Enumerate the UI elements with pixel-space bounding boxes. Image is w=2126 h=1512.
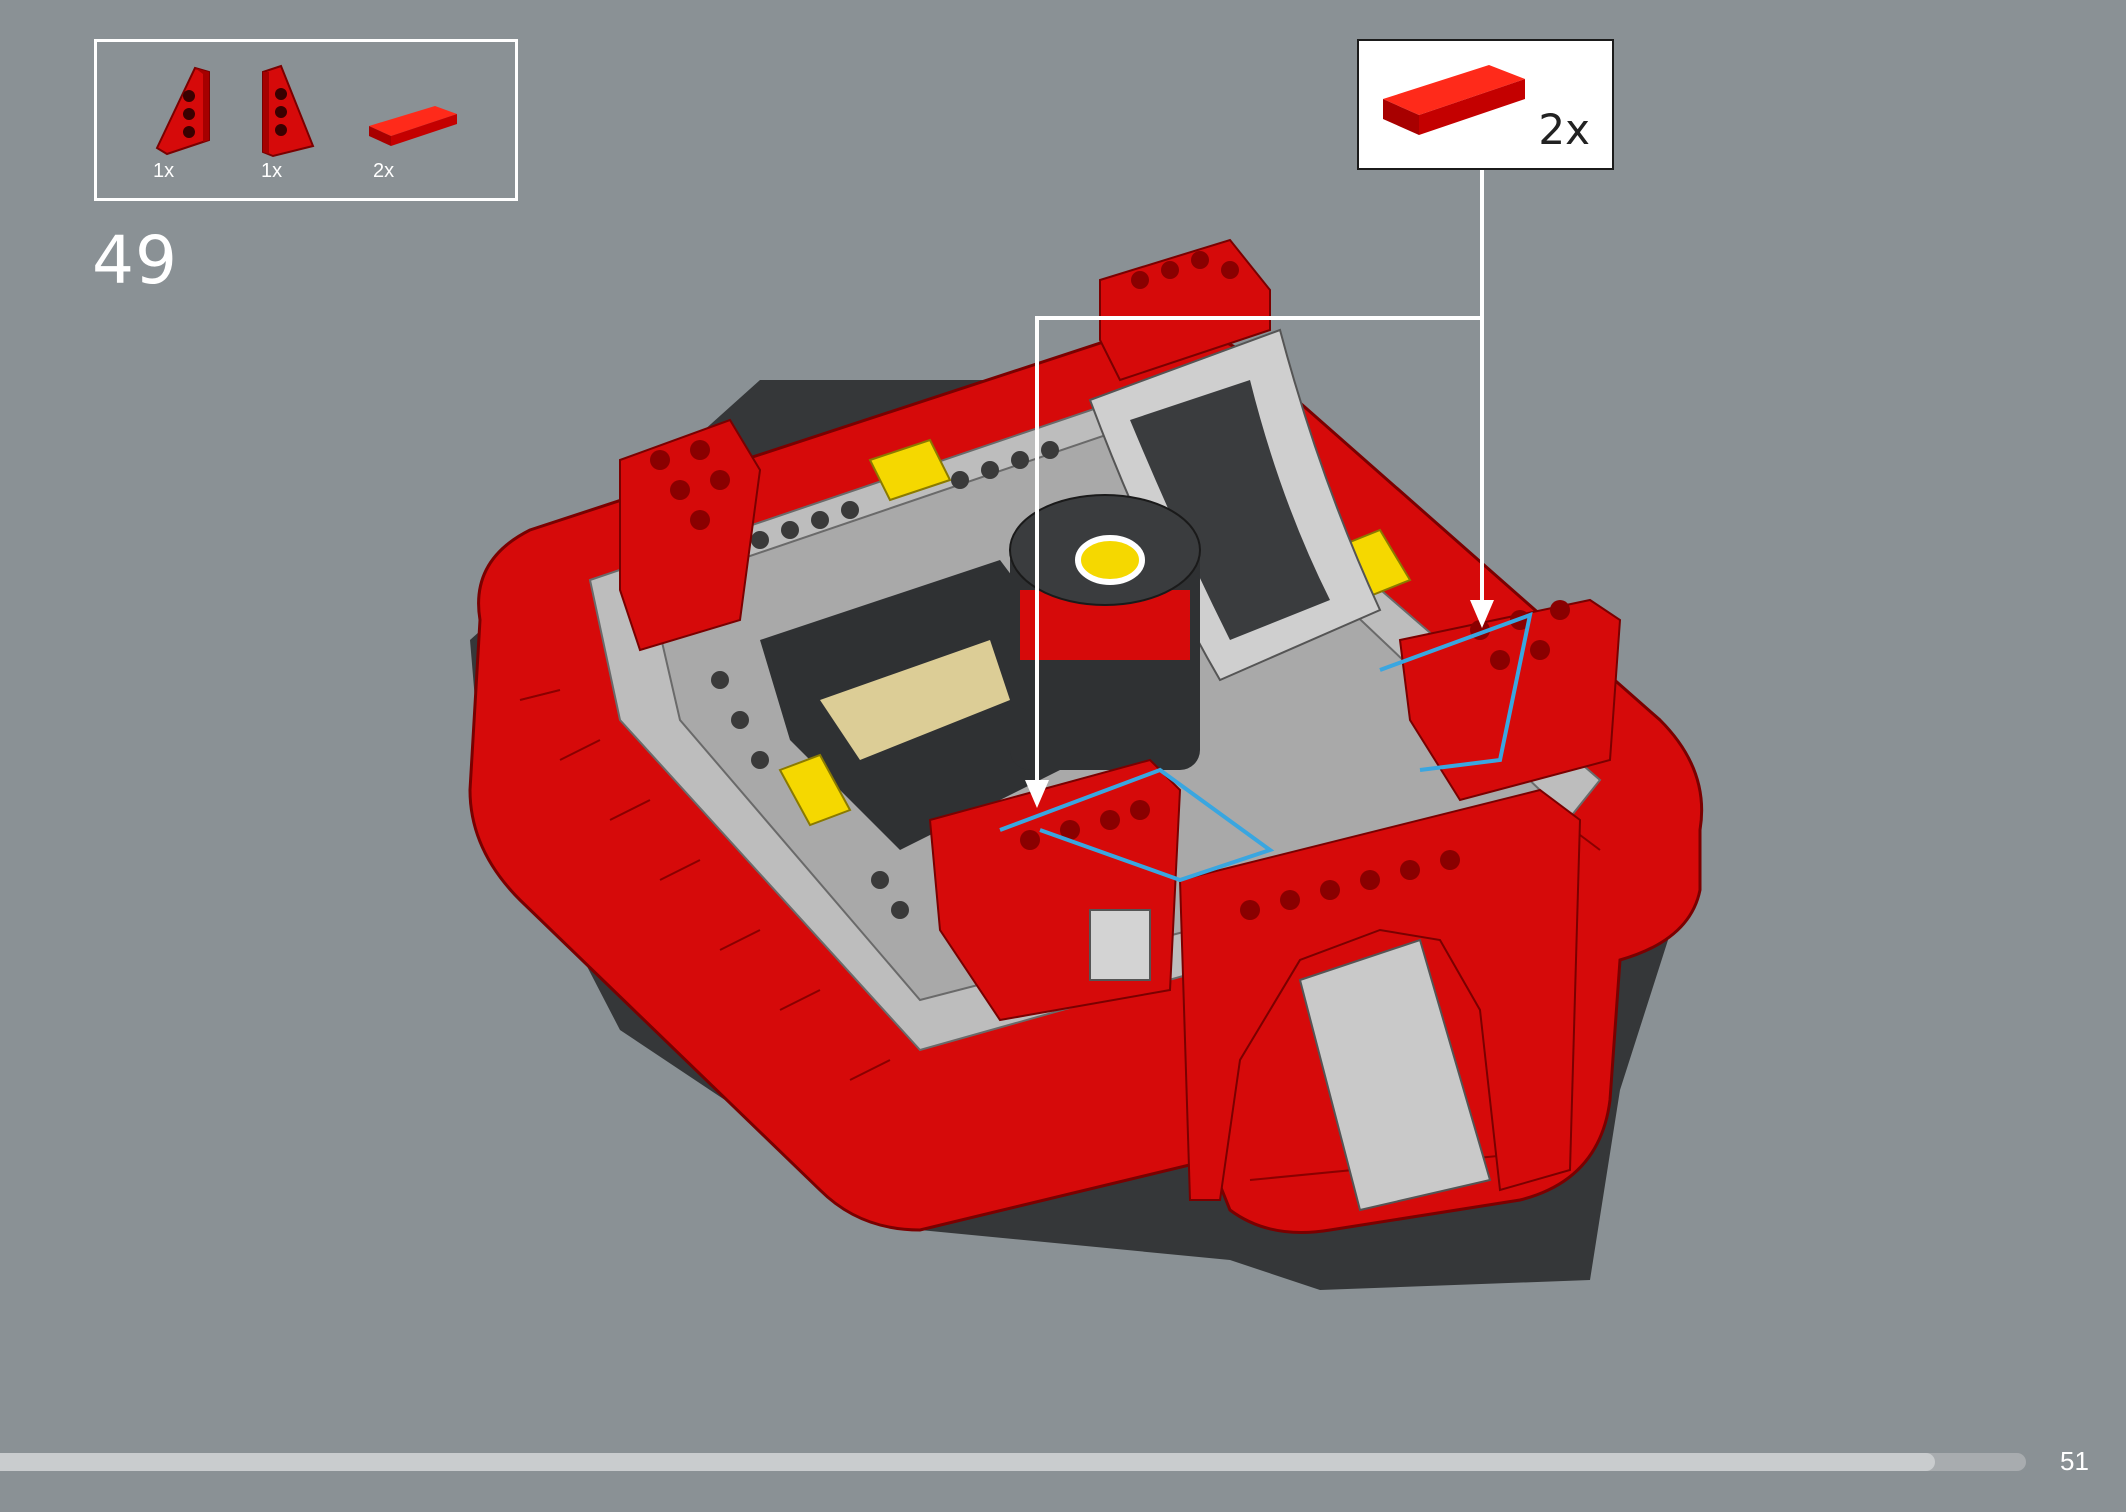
dark-ramp-surface [1130,380,1330,640]
part-qty: 2x [373,160,395,182]
parts-list-item [255,62,325,162]
progress-bar [0,1453,2026,1471]
part-qty: 1x [261,160,283,182]
red-right-tower [1398,598,1622,802]
arrow-head [1470,600,1494,628]
grey-gate-passage [1298,938,1492,1212]
page-number: 51 [2060,1446,2089,1476]
dark-panel [1089,909,1151,981]
parts-list-item [147,62,217,162]
rim-studs [711,441,1059,919]
red-tile-1x4-icon [1383,65,1525,135]
callout-box: 2x [1357,39,1614,170]
red-wedge-plate-right-icon [262,64,315,158]
yellow-tile [778,753,852,827]
parts-list-item [365,102,461,152]
part-qty: 1x [153,160,175,182]
callout-qty: 2x [1538,105,1590,154]
red-front-gate [1178,788,1582,1201]
parts-list-box: 1x 1x 2x [94,39,518,201]
tan-tiles [820,640,1010,760]
red-left-tower [619,418,762,652]
arrow-head [1025,780,1049,808]
yellow-cylinder-center [1075,535,1145,585]
progress-fill [0,1453,1935,1471]
yellow-tile [868,438,952,502]
red-wedge-plate-left-icon [155,66,210,156]
step-number: 49 [92,222,178,299]
red-tile-1x4-icon [369,106,457,146]
callout-arrows [1035,170,1484,790]
new-part-highlight [999,611,1533,883]
